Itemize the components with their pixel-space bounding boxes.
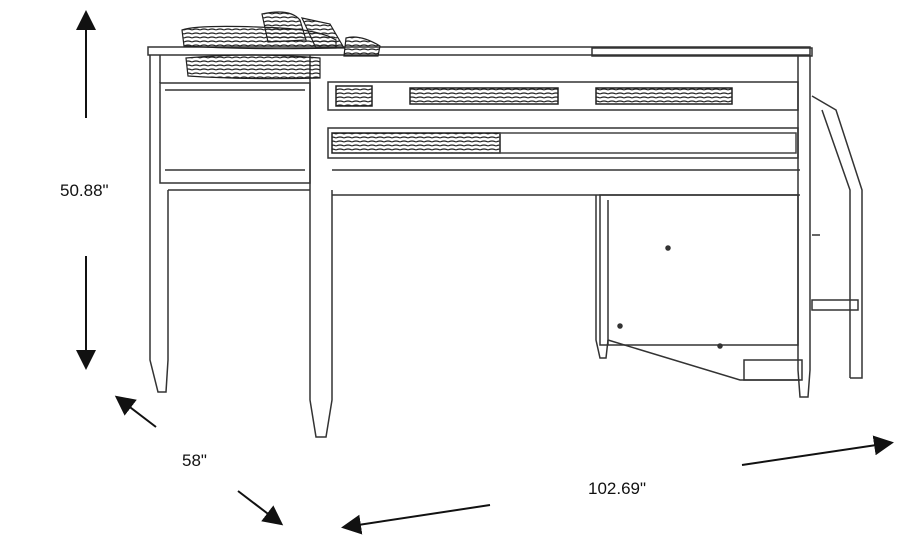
depth-dimension-label: 58" [182, 451, 207, 470]
stair-step [811, 299, 859, 311]
under-bed-cabinet [599, 194, 799, 346]
left-end-panel [159, 82, 311, 184]
staircase-side [811, 95, 863, 379]
bed-top-frame [147, 46, 811, 56]
front-right-leg [797, 56, 811, 398]
depth-arrow-icon [114, 395, 284, 526]
loft-bed [147, 11, 863, 438]
headboard-top [591, 47, 813, 57]
pillows [181, 11, 381, 80]
front-middle-leg [309, 55, 333, 438]
width-dimension-label: 102.69" [588, 479, 647, 498]
front-left-leg [149, 55, 169, 393]
width-arrow-icon [341, 435, 894, 535]
height-dimension-label: 50.88" [60, 181, 109, 200]
